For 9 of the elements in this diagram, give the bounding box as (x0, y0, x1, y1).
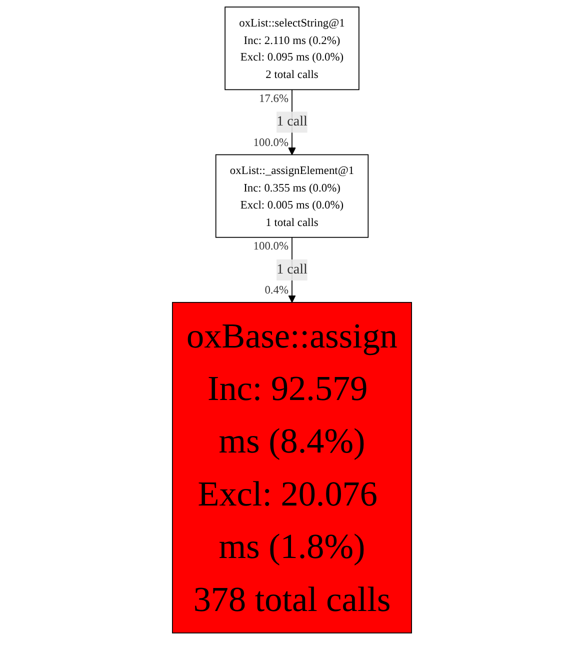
percentage-label: 17.6% (259, 92, 288, 105)
percentage-label: 0.4% (264, 284, 288, 297)
node-box: oxList::_assignElement@1 Inc: 0.355 ms (0.0%) Excl: 0.005 ms (0.0%) 1 total calls (215, 154, 369, 238)
edge-label: 1 call (276, 262, 308, 277)
node-box: oxBase::assign Inc: 92.579 ms (8.4%) Excl: 20.076 ms (1.8%) 378 total calls (172, 302, 412, 634)
edge-label: 1 call (276, 114, 308, 130)
percentage-label: 100.0% (253, 240, 288, 253)
percentage-label: 100.0% (253, 136, 288, 149)
node-box: oxList::selectString@1 Inc: 2.110 ms (0.2%) Excl: 0.095 ms (0.0%) 2 total calls (224, 6, 360, 90)
